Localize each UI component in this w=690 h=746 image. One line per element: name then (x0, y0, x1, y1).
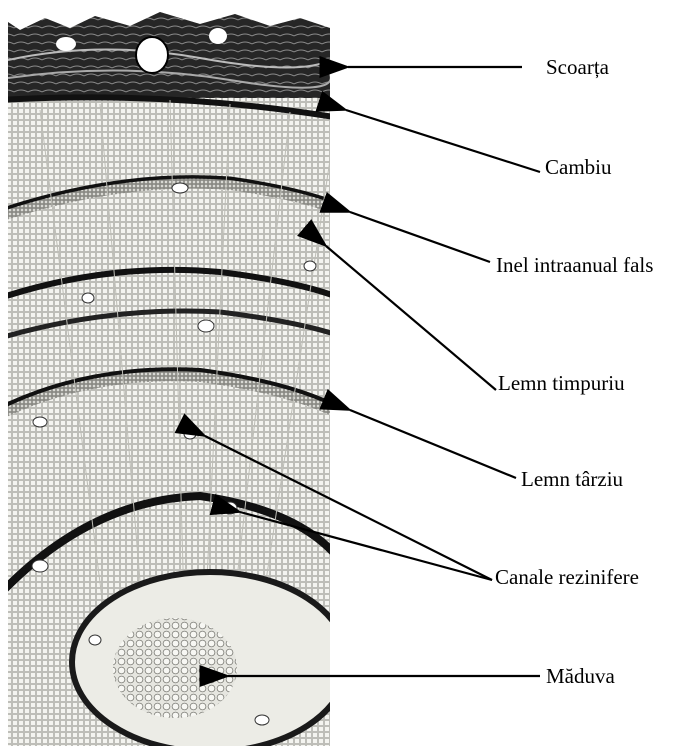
wood-micrograph (0, 0, 348, 746)
label-bark: Scoarța (546, 55, 610, 79)
label-earlywood: Lemn timpuriu (498, 371, 625, 395)
arrow-latewood (350, 410, 516, 478)
arrow-false-ring (350, 212, 490, 262)
label-latewood: Lemn târziu (521, 467, 624, 491)
arrow-earlywood (326, 246, 496, 390)
label-false-ring: Inel intraanual fals (496, 253, 653, 277)
labels: Scoarța Cambiu Inel intraanual fals Lemn… (495, 55, 653, 688)
label-cambium: Cambiu (545, 155, 612, 179)
label-pith: Măduva (546, 664, 615, 688)
arrow-cambium (346, 110, 540, 172)
label-resin-canals: Canale rezinifere (495, 565, 639, 589)
